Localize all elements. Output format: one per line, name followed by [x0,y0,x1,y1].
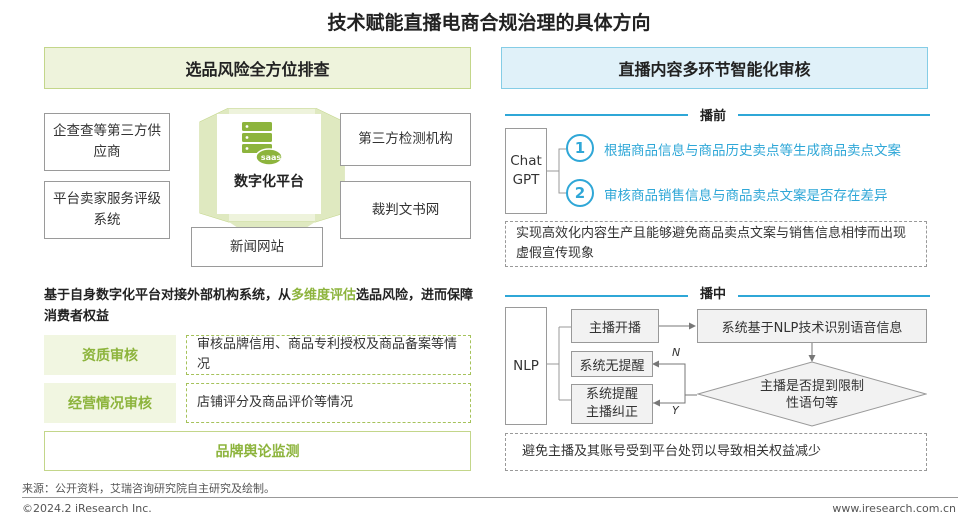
y-label: Y [672,404,679,417]
live-flow-arrows [547,322,816,407]
step-2-text: 审核商品销售信息与商品卖点文案是否存在差异 [604,188,888,204]
decision-diamond-shape [697,361,927,427]
decision-text: 主播是否提到限制性语句等 [759,379,864,411]
nlp-box: NLP [505,307,547,425]
server-saas-icon [242,122,283,166]
pre-label: 播前 [688,105,738,124]
operation-audit-text: 店铺评分及商品评价等情况 [186,383,471,423]
brand-opinion-monitoring: 品牌舆论监测 [44,431,471,471]
source-box-testing-agency: 第三方检测机构 [340,113,471,166]
left-description: 基于自身数字化平台对接外部机构系统，从多维度评估选品风险，进而保障消费者权益 [44,285,476,327]
pre-result: 实现高效化内容生产且能够避免商品卖点文案与销售信息相悖而出现虚假宣传现象 [505,221,927,267]
source-note: 来源：公开资料，艾瑞咨询研究院自主研究及绘制。 [22,482,275,495]
source-box-judgment-docs: 裁判文书网 [340,181,471,239]
chatgpt-box: Chat GPT [505,128,547,214]
operation-audit-tag: 经营情况审核 [44,383,176,423]
description-pre: 基于自身数字化平台对接外部机构系统，从 [44,288,292,303]
start-broadcast-box: 主播开播 [571,309,659,343]
description-highlight: 多维度评估 [291,288,357,303]
description-post: 选品风险，进而保障消费者权益 [44,288,474,324]
source-box-news-sites: 新闻网站 [191,227,323,267]
website: www.iresearch.com.cn [832,502,956,515]
footer-divider [22,497,958,498]
left-header: 选品风险全方位排查 [44,47,471,89]
digital-platform: saas 数字化平台 [217,114,321,214]
nlp-recognize-box: 系统基于NLP技术识别语音信息 [697,309,927,343]
saas-icon-text: saas [260,152,282,162]
right-header: 直播内容多环节智能化审核 [501,47,928,89]
copyright: ©2024.2 iResearch Inc. [22,502,152,515]
page-title: 技术赋能直播电商合规治理的具体方向 [327,11,651,34]
qualification-audit-tag: 资质审核 [44,335,176,375]
qualification-audit-text: 审核品牌信用、商品专利授权及商品备案等情况 [186,335,471,375]
source-box-qichacha: 企查查等第三方供应商 [44,113,170,171]
live-result: 避免主播及其账号受到平台处罚以导致相关权益减少 [505,433,927,471]
source-box-seller-rating: 平台卖家服务评级系统 [44,181,170,239]
step-1-text: 根据商品信息与商品历史卖点等生成商品卖点文案 [604,143,901,159]
digital-platform-label: 数字化平台 [234,174,304,190]
no-alert-box: 系统无提醒 [571,351,653,377]
step-1-badge: 1 [566,134,594,162]
live-label: 播中 [688,283,738,302]
alert-box: 系统提醒主播纠正 [571,384,653,424]
step-2-badge: 2 [566,179,594,207]
n-label: N [672,346,681,359]
